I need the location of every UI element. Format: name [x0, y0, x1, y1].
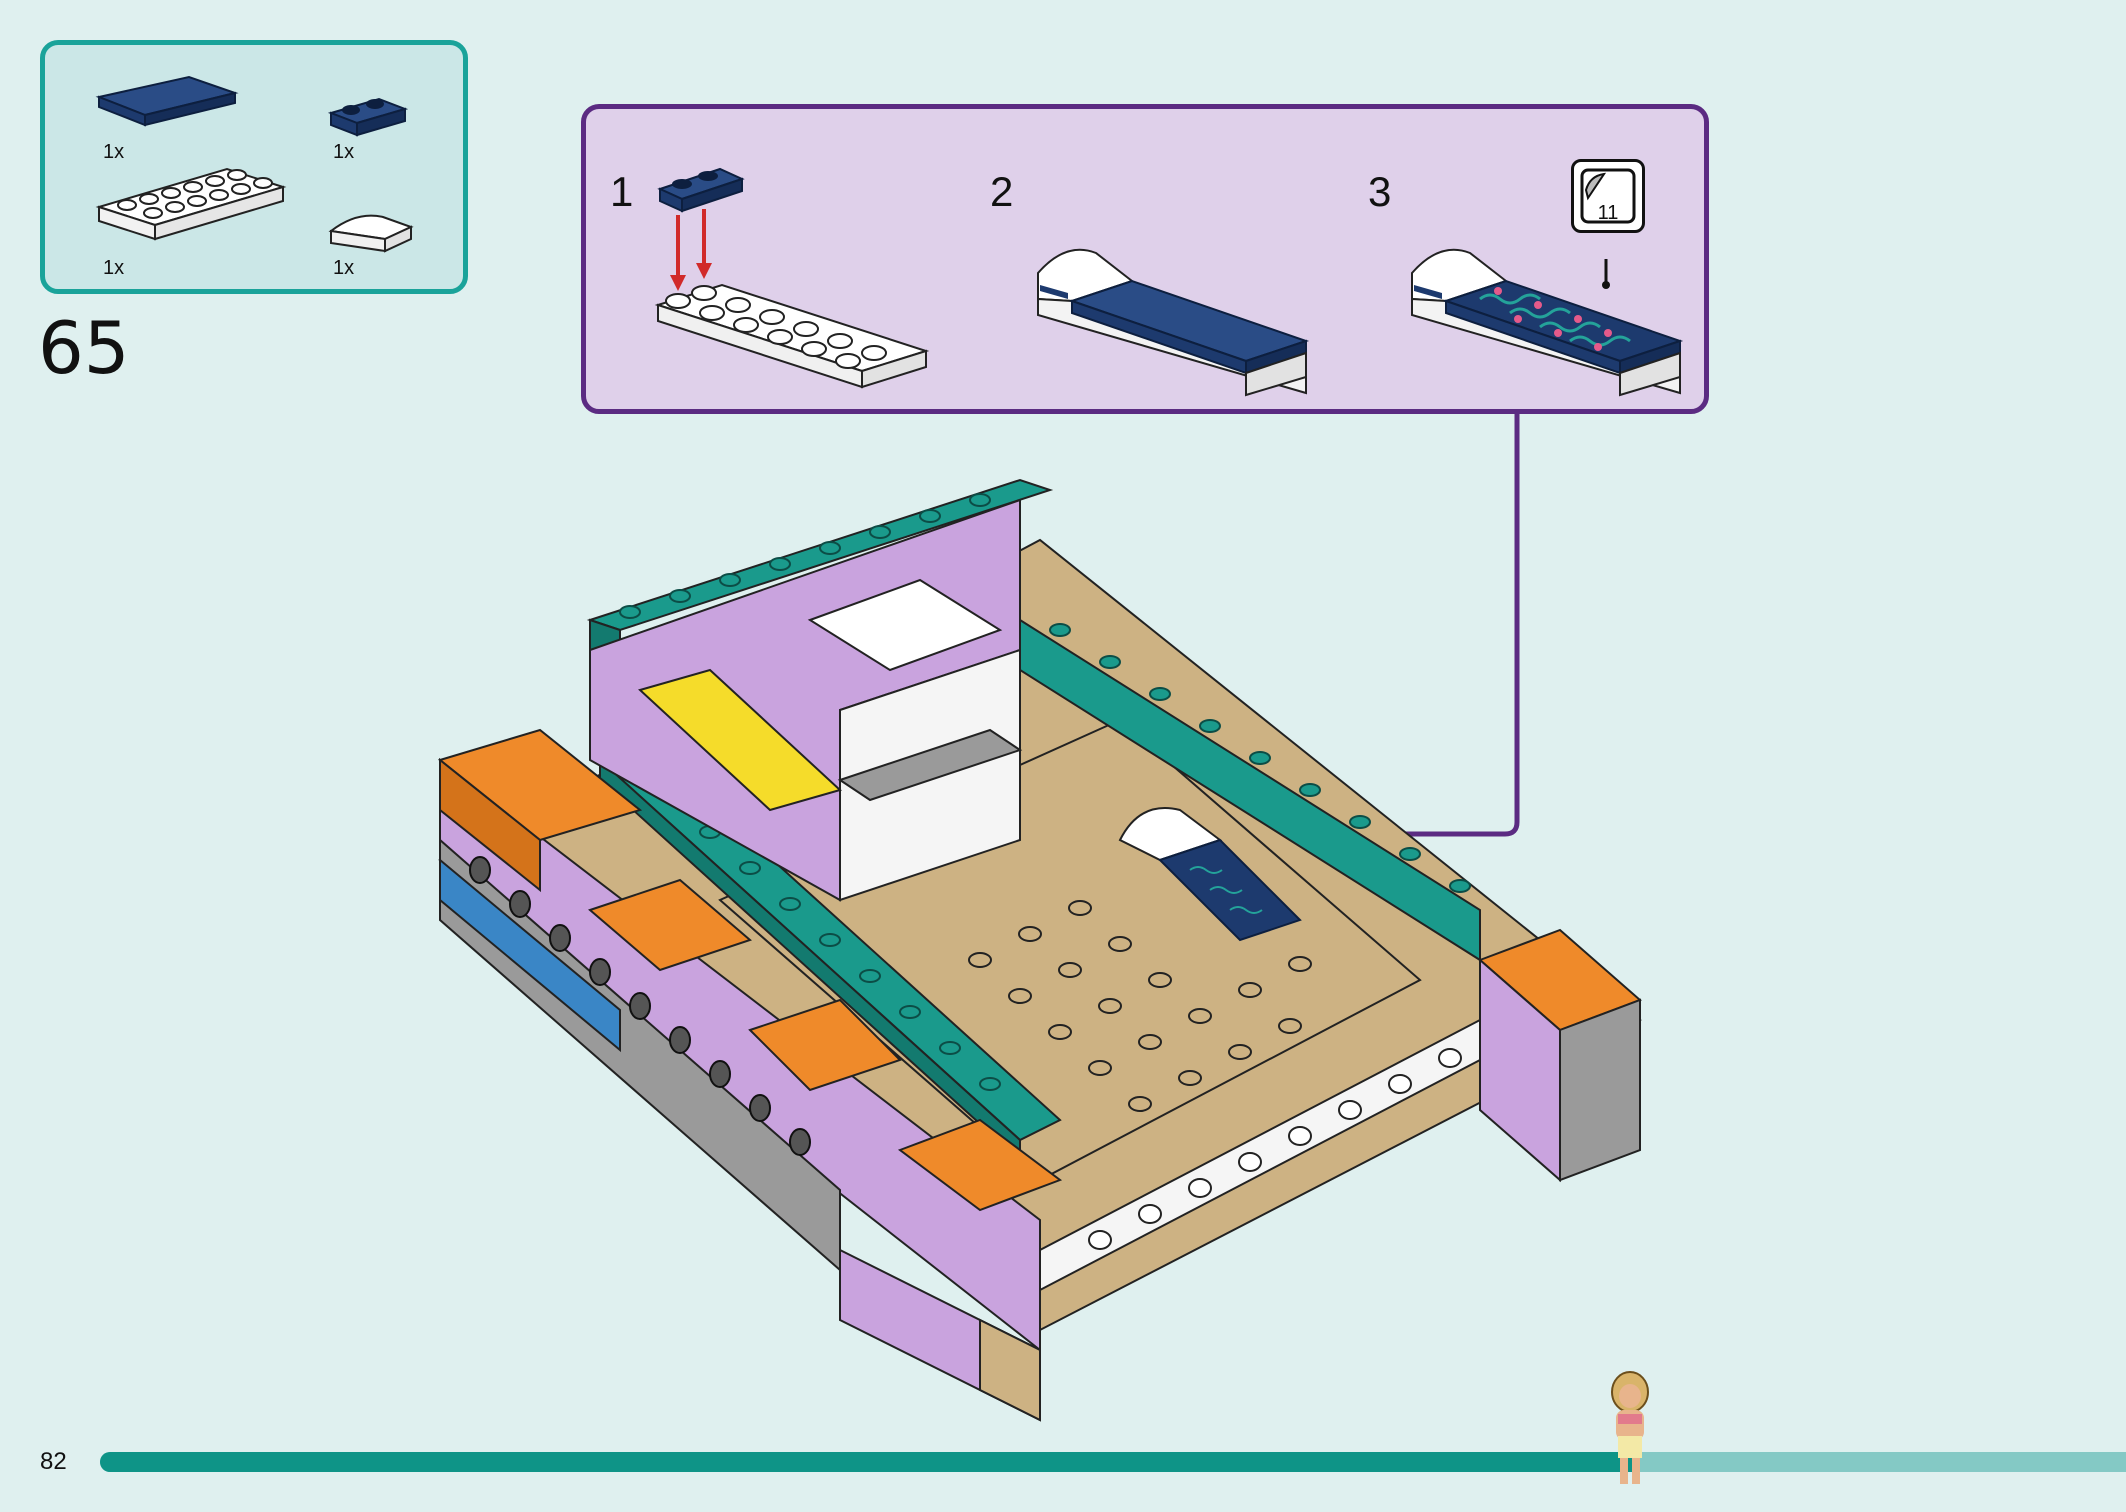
progress-bar [100, 1452, 2126, 1472]
substep-2-illustration [1037, 248, 1310, 397]
page-number: 82 [40, 1448, 67, 1475]
main-model-illustration [437, 478, 1642, 1422]
substep-number-3: 3 [1368, 168, 1392, 215]
part-qty-4: 1x [333, 257, 355, 279]
step-number: 65 [38, 306, 130, 390]
sticker-icon [1580, 168, 1636, 224]
substep-number-1: 1 [610, 168, 634, 215]
part-qty-1: 1x [103, 141, 125, 163]
part-dark-blue-tile-icon [95, 75, 239, 127]
part-white-curved-slope-icon [328, 214, 414, 253]
sticker-callout: 11 [1571, 159, 1645, 233]
substep-3-illustration [1411, 248, 1684, 397]
part-qty-2: 1x [333, 141, 355, 163]
part-white-plate-icon [95, 167, 287, 241]
progress-fill [100, 1452, 1640, 1472]
parts-list-box: 1x 1x 1x 1x [40, 40, 468, 294]
part-qty-3: 1x [103, 257, 125, 279]
subassembly-box: 1 2 3 [581, 104, 1709, 414]
part-dark-blue-plate-icon [327, 97, 409, 137]
sticker-number: 11 [1597, 202, 1619, 224]
minidoll-figure-icon [1611, 1371, 1649, 1484]
substep-1-illustration [654, 167, 930, 389]
substep-number-2: 2 [990, 168, 1014, 215]
